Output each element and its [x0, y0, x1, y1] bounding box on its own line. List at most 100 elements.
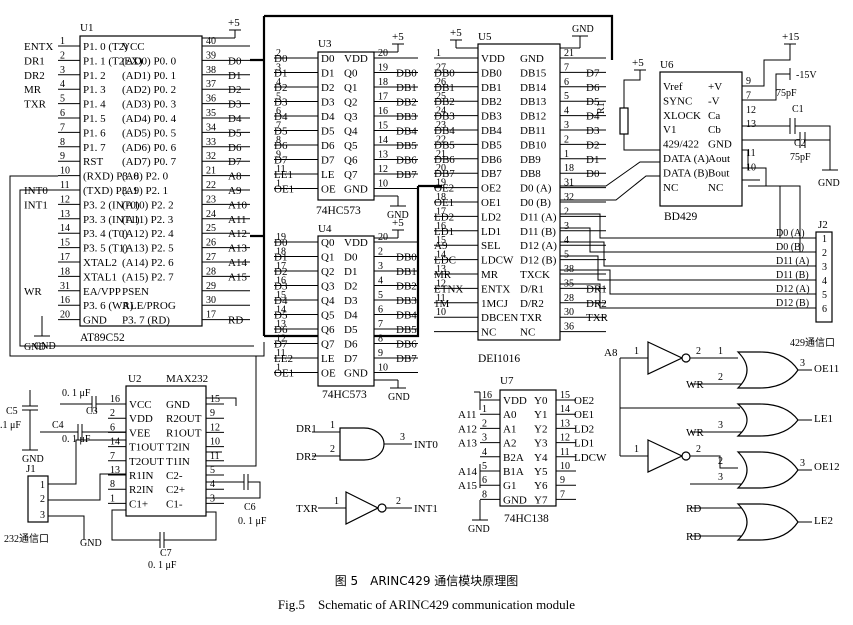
u4-right-pin-name: D1: [344, 266, 357, 278]
u2-right-pin-num: 11: [210, 451, 220, 462]
u6-right-pin-name: Aout: [708, 153, 730, 165]
u1-right-signal: D6: [228, 142, 242, 154]
u5-left-pin-name: VDD: [481, 53, 505, 65]
u7-right-signal: OE1: [574, 409, 594, 421]
u5-left-pin-num: 14: [436, 250, 446, 261]
u2-left-pin-num: 1: [110, 493, 115, 504]
u7-left-pin-num: 16: [482, 390, 492, 401]
u5-left-pin-name: SEL: [481, 240, 501, 252]
u3-left-pin-num: 5: [276, 92, 281, 103]
u4-left-signal: D2: [274, 266, 287, 278]
u5-left-pin-name: DB5: [481, 139, 502, 151]
connector-j1: J1 232通信口 1 2 3: [4, 463, 49, 545]
u3-left-pin-name: D6: [321, 140, 335, 152]
u1-right-pin-num: 37: [206, 79, 216, 90]
u1-right-pin-name: (A14) P2. 6: [122, 257, 174, 269]
u3-right-pin-num: 16: [378, 106, 388, 117]
u1-right-pin-num: 36: [206, 94, 216, 105]
u1-right-pin-name: (AD4) P0. 4: [122, 113, 177, 125]
u3-right-pin-name: Q3: [344, 111, 358, 123]
u1-right-pin-name: PSEN: [122, 286, 149, 298]
svg-text:1: 1: [718, 346, 723, 357]
u7-left-pin-name: VDD: [503, 395, 527, 407]
u6-left-pin-name: XLOCK: [663, 110, 701, 122]
u2-left-pin-num: 2: [110, 408, 115, 419]
u3-right-pin-name: VDD: [344, 53, 368, 65]
u5-left-pin-name: LD2: [481, 211, 501, 223]
svg-text:3: 3: [718, 472, 723, 483]
u4-right-pin-num: 2: [378, 247, 383, 258]
u7-right-pin-name: Y2: [534, 423, 547, 435]
u1-right-pin-name: (AD7) P0. 7: [122, 156, 177, 168]
svg-text:+5: +5: [392, 217, 404, 229]
u7-left-pin-name: B2A: [503, 452, 524, 464]
u1-left-pin-name: RST: [83, 156, 103, 168]
svg-text:74HC138: 74HC138: [504, 513, 549, 525]
u1-right-signal: D1: [228, 70, 241, 82]
svg-text:RD: RD: [686, 503, 701, 515]
u2-right-pin-name: R1OUT: [166, 427, 202, 439]
u4-left-pin-name: OE: [321, 368, 336, 380]
u3-right-pin-num: 13: [378, 150, 388, 161]
u1-right-pin-name: (AD5) P0. 5: [122, 127, 177, 139]
u1-ref: U1: [80, 22, 93, 34]
u5-right-signal: D3: [586, 125, 600, 137]
u7-left-pin-name: G1: [503, 480, 516, 492]
u4-right-pin-name: GND: [344, 368, 368, 380]
u4-left-signal: OE1: [274, 368, 294, 380]
svg-text:LE2: LE2: [814, 515, 833, 527]
u5-right-pin-name: D0 (B): [520, 197, 551, 209]
svg-text:WR: WR: [686, 427, 704, 439]
u3-left-pin-num: 6: [276, 106, 281, 117]
u1-right-pin-name: (A8) P2. 0: [122, 171, 169, 183]
u4-right-pin-name: D0: [344, 252, 358, 264]
u5-right-pin-name: D11 (B): [520, 226, 556, 238]
u5-left-signal: 1M: [434, 298, 450, 310]
buffer-a8: A8 1 2: [604, 341, 738, 375]
u6-left-pin-name: DATA (B): [663, 167, 709, 179]
u1-right-signal: D2: [228, 84, 241, 96]
u5-left-pin-name: DB7: [481, 168, 502, 180]
svg-text:INT1: INT1: [414, 503, 438, 515]
u3-right-pin-name: Q2: [344, 97, 357, 109]
u5-left-pin-num: 1: [436, 48, 441, 59]
u5-left-pin-num: 23: [436, 120, 446, 131]
u7-right-pin-name: Y6: [534, 480, 548, 492]
u5-left-signal: ETNX: [434, 283, 463, 295]
u3-right-pin-num: 14: [378, 135, 388, 146]
svg-text:INT0: INT0: [414, 439, 438, 451]
u3-right-signal: DB2: [396, 97, 417, 109]
u1-left-signal: TXR: [24, 99, 47, 111]
u4-right-signal: DB7: [396, 353, 417, 365]
u4-right-pin-num: 5: [378, 290, 383, 301]
u4-right-pin-num: 9: [378, 348, 383, 359]
svg-text:+5: +5: [392, 31, 404, 43]
svg-text:+5: +5: [450, 27, 462, 39]
u3-left-pin-name: D1: [321, 68, 334, 80]
u7-right-pin-num: 12: [560, 433, 570, 444]
u3-left-pin-name: LE: [321, 169, 335, 181]
u7-left-pin-name: A2: [503, 438, 516, 450]
u2-left-pin-num: 7: [110, 451, 115, 462]
nor-gate-le1: WR 3 LE1: [686, 403, 833, 439]
u3-left-pin-name: D2: [321, 82, 334, 94]
u1-right-pin-name: (AD3) P0. 3: [122, 99, 177, 111]
u5-left-pin-num: 22: [436, 134, 446, 145]
u5-left-pin-num: 15: [436, 235, 446, 246]
u6-right-pin-num: 11: [746, 148, 756, 159]
u2-left-pin-name: VDD: [129, 413, 153, 425]
u1-left-pin-name: P1. 6: [83, 127, 106, 139]
u4-left-pin-name: LE: [321, 353, 335, 365]
svg-text:3: 3: [40, 510, 45, 521]
u7-right-pin-num: 10: [560, 461, 570, 472]
u1-right-pin-name: (AD6) P0. 6: [122, 142, 177, 154]
u1-left-pin-name: GND: [83, 315, 107, 327]
svg-text:R1: R1: [596, 102, 607, 114]
svg-text:C7: C7: [160, 548, 172, 559]
u4-left-signal: D6: [274, 324, 288, 336]
u2-left-pin-name: VCC: [129, 399, 152, 411]
u5-left-pin-num: 19: [436, 178, 446, 189]
u5-right-signal: D4: [586, 111, 600, 123]
u3-right-pin-num: 15: [378, 121, 388, 132]
u7-right-signal: LDCW: [574, 452, 607, 464]
